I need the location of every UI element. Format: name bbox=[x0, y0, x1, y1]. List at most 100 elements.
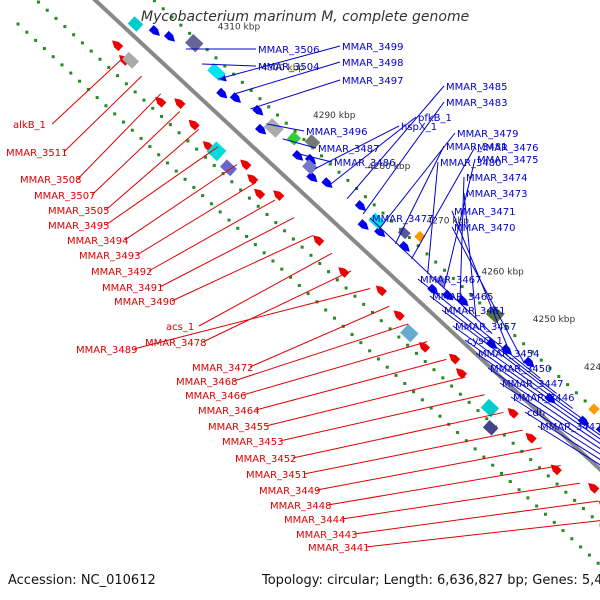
forward-gene-arrow bbox=[427, 283, 439, 295]
reverse-leader-line bbox=[51, 58, 123, 125]
forward-gene-label: MMAR_3454 bbox=[478, 349, 540, 360]
gc-dot bbox=[201, 194, 205, 198]
forward-gene-label: MMAR_3467 bbox=[420, 275, 482, 286]
gc-dot bbox=[223, 64, 227, 68]
forward-gene-label: pfkB_1 bbox=[418, 113, 452, 124]
gc-dot bbox=[476, 409, 480, 413]
reverse-leader-line bbox=[148, 199, 276, 272]
reverse-leader-line bbox=[77, 93, 162, 180]
reverse-leader-line bbox=[303, 429, 523, 475]
gc-dot bbox=[284, 121, 288, 125]
forward-gene-arrow bbox=[354, 200, 366, 211]
gc-dot bbox=[590, 515, 594, 519]
reverse-leader-line bbox=[198, 252, 333, 327]
gc-dot bbox=[253, 243, 257, 247]
forward-gene-label: cysQ_1 bbox=[467, 336, 503, 347]
gc-dot bbox=[587, 553, 591, 557]
forward-leader-line bbox=[452, 325, 590, 424]
forward-gene-arrow bbox=[544, 392, 556, 404]
gc-dot bbox=[174, 169, 178, 173]
gc-dot bbox=[372, 203, 376, 207]
gc-dot bbox=[98, 57, 102, 61]
gc-dot bbox=[236, 226, 240, 230]
reverse-gene-arrow bbox=[375, 285, 387, 297]
gc-dot bbox=[355, 187, 359, 191]
forward-gene-label: hspX_1 bbox=[401, 122, 437, 133]
gc-dot bbox=[529, 458, 533, 462]
forward-gene-label: MMAR_3498 bbox=[342, 58, 404, 69]
gc-dot bbox=[205, 48, 209, 52]
gc-dot bbox=[227, 218, 231, 222]
gc-dot bbox=[451, 276, 455, 280]
backbone-line bbox=[92, 0, 600, 473]
gc-dot bbox=[543, 512, 547, 516]
gc-dot bbox=[319, 154, 323, 158]
reverse-gene-arrow bbox=[313, 235, 325, 247]
reverse-gene-arrow bbox=[507, 408, 519, 419]
gc-dot bbox=[566, 383, 570, 387]
gc-dot bbox=[390, 219, 394, 223]
forward-gene-label: MMAR_3487 bbox=[318, 144, 380, 155]
reverse-gene-label: MMAR_3491 bbox=[102, 283, 164, 294]
forward-gene-arrow bbox=[398, 240, 410, 252]
feature-block bbox=[485, 305, 505, 324]
gc-dot bbox=[230, 180, 234, 184]
gc-dot bbox=[240, 80, 244, 84]
reverse-leader-line bbox=[136, 181, 257, 256]
gc-dot bbox=[485, 417, 489, 421]
reverse-leader-line bbox=[249, 305, 390, 368]
map-title: Mycobacterium marinum M, complete genome bbox=[141, 9, 470, 25]
forward-gene-arrow bbox=[321, 177, 333, 189]
feature-block bbox=[480, 398, 500, 418]
gc-dot bbox=[318, 261, 322, 265]
reverse-leader-line bbox=[105, 146, 219, 226]
forward-gene-arrow bbox=[357, 219, 369, 230]
gene-labels: MMAR_3506MMAR_3504MMAR_3499MMAR_3498MMAR… bbox=[6, 42, 600, 554]
forward-leader-line bbox=[464, 339, 600, 436]
gc-dot bbox=[379, 319, 383, 323]
gc-dot bbox=[511, 441, 515, 445]
forward-gene-label: MMAR_3504 bbox=[258, 62, 320, 73]
gc-dot bbox=[152, 0, 156, 3]
forward-leader-line bbox=[346, 85, 445, 200]
reverse-gene-label: MMAR_3492 bbox=[91, 267, 153, 278]
gc-dot bbox=[327, 270, 331, 274]
forward-leader-line bbox=[202, 63, 257, 67]
reverse-gene-arrow bbox=[174, 98, 186, 110]
reverse-leader-line bbox=[341, 482, 580, 520]
gc-dot bbox=[209, 202, 213, 206]
gc-dot bbox=[256, 204, 260, 208]
gc-dot bbox=[353, 294, 357, 298]
gc-dot bbox=[504, 325, 508, 329]
gc-dot bbox=[107, 65, 111, 69]
gc-dot bbox=[160, 114, 164, 118]
forward-gene-label: MMAR_3479 bbox=[457, 129, 519, 140]
reverse-gene-label: MMAR_3494 bbox=[67, 236, 129, 247]
gc-dot bbox=[89, 49, 93, 53]
gc-dot bbox=[478, 301, 482, 305]
reverse-leader-line bbox=[124, 164, 238, 241]
gc-dot bbox=[309, 253, 313, 257]
gc-dot bbox=[337, 170, 341, 174]
gc-dot bbox=[214, 56, 218, 60]
gc-dot bbox=[381, 211, 385, 215]
gc-dot bbox=[60, 63, 64, 67]
gc-dot bbox=[133, 90, 137, 94]
gc-dot bbox=[335, 278, 339, 282]
gc-dot bbox=[274, 221, 278, 225]
gc-dot bbox=[508, 480, 512, 484]
forward-leader-line bbox=[499, 382, 600, 450]
feature-block bbox=[397, 226, 411, 240]
reverse-leader-line bbox=[159, 217, 295, 288]
gc-dot bbox=[165, 161, 169, 165]
gc-dot bbox=[441, 376, 445, 380]
gc-dot bbox=[142, 98, 146, 102]
forward-leader-line bbox=[266, 123, 305, 132]
feature-block bbox=[302, 159, 318, 175]
forward-leader-line bbox=[218, 45, 341, 80]
gc-dot bbox=[130, 128, 134, 132]
forward-leader-line bbox=[417, 278, 541, 379]
reverse-leader-line bbox=[202, 270, 352, 343]
gc-dot bbox=[113, 112, 117, 116]
forward-gene-arrow bbox=[229, 92, 241, 103]
